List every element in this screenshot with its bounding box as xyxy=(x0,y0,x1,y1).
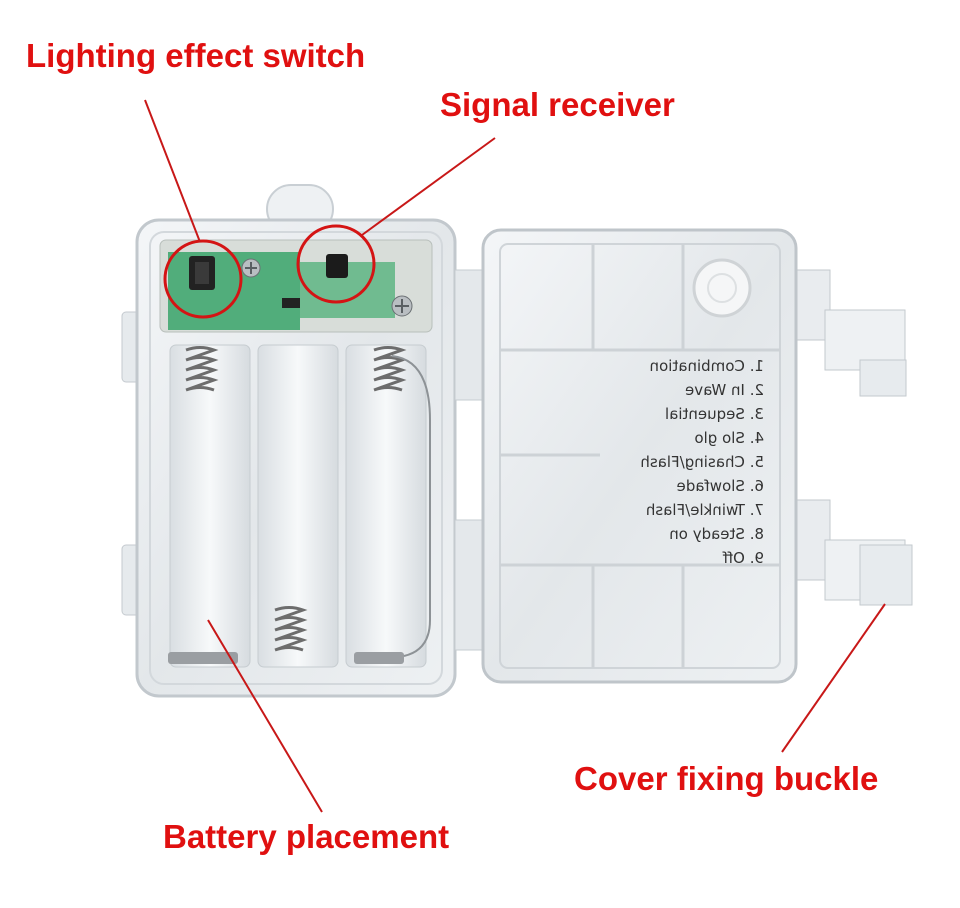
leader-line xyxy=(781,603,886,753)
ir-receiver xyxy=(326,254,348,278)
label-battery-placement: Battery placement xyxy=(163,818,450,855)
leader-line xyxy=(207,619,323,813)
label-signal-receiver: Signal receiver xyxy=(440,86,675,123)
leader-line xyxy=(144,99,201,243)
push-button xyxy=(189,256,215,290)
screw-icon xyxy=(241,258,261,278)
mode-line: 6. Slowfade xyxy=(677,477,764,495)
battery-lid: 1. Combination 2. In Wave 3. Sequential … xyxy=(454,228,913,684)
label-cover-fixing-buckle: Cover fixing buckle xyxy=(574,760,879,797)
callout-markers xyxy=(144,99,886,813)
switch-highlight-circle xyxy=(163,239,243,319)
mode-line: 9. Off xyxy=(722,549,764,567)
mode-line: 7. Twinkle/Flash xyxy=(646,501,764,519)
receiver-highlight-circle xyxy=(296,224,376,304)
mode-line: 5. Chasing/Flash xyxy=(640,453,764,471)
cover-buckle xyxy=(789,499,913,606)
mode-line: 2. In Wave xyxy=(685,381,764,399)
label-lighting-effect-switch: Lighting effect switch xyxy=(26,37,366,74)
mode-line: 1. Combination xyxy=(650,357,764,375)
leader-line xyxy=(361,137,496,236)
cover-buckle xyxy=(789,269,907,397)
mode-line: 8. Steady on xyxy=(669,525,764,543)
mode-list: 1. Combination 2. In Wave 3. Sequential … xyxy=(640,357,764,567)
mode-line: 4. Slo glo xyxy=(694,429,764,447)
mode-line: 3. Sequential xyxy=(665,405,764,423)
screw-icon xyxy=(391,295,413,317)
battery-tray xyxy=(121,184,457,698)
